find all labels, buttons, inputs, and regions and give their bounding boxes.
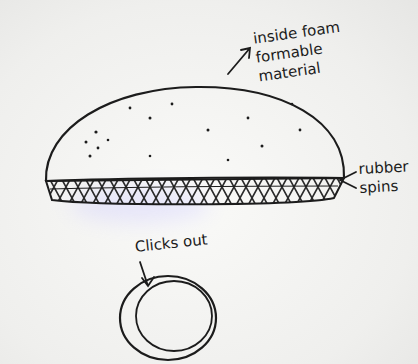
click-disc-outer (120, 276, 216, 360)
leader-arrow (228, 48, 250, 74)
callout-label: inside foam formable material (252, 14, 371, 86)
leader-arrow (140, 262, 154, 286)
callout-label: rubber spins (358, 157, 418, 198)
foam-texture (85, 103, 302, 162)
rubber-band (46, 178, 344, 204)
band-line (50, 186, 338, 189)
leader-arrow (340, 172, 356, 188)
callout-label: Clicks out (134, 225, 255, 256)
click-disc-inner (136, 281, 212, 351)
foam-dome (46, 87, 344, 181)
